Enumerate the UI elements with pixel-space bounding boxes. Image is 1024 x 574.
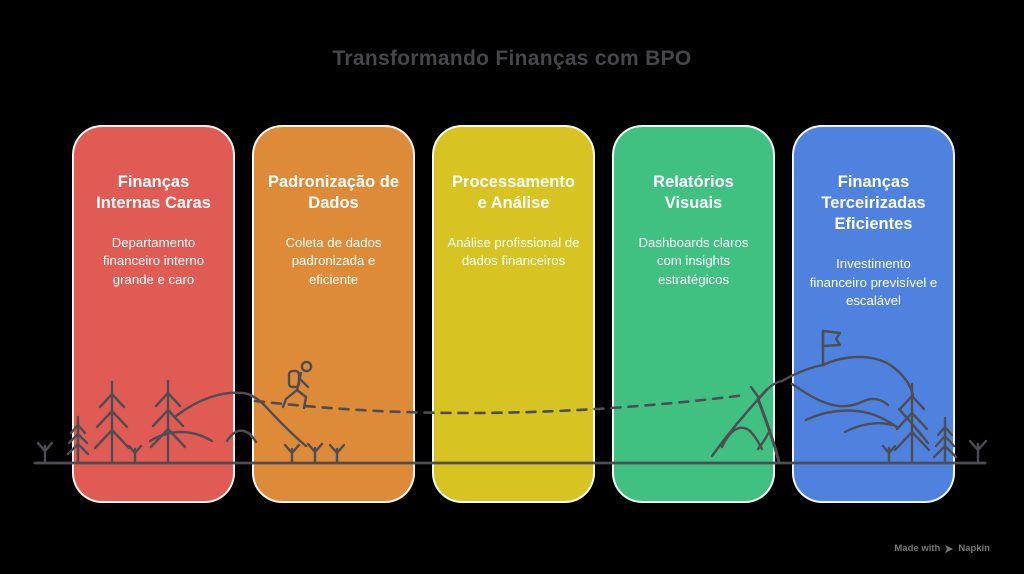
- card-body: Dashboards claros com insights estratégi…: [638, 235, 749, 287]
- napkin-pen-icon: [945, 544, 954, 553]
- watermark-prefix: Made with: [894, 543, 941, 554]
- card-body: Coleta de dados padronizada e eficiente: [285, 235, 382, 287]
- card-relatorios-visuais: Relatórios Visuais Dashboards claros com…: [612, 125, 775, 503]
- watermark-brand: Napkin: [958, 543, 990, 554]
- sprout-icon: [968, 439, 988, 465]
- card-title: Finanças Internas Caras: [96, 173, 211, 213]
- card-financas-internas-caras: Finanças Internas Caras Departamento fin…: [72, 125, 235, 503]
- card-body: Análise profissional de dados financeiro…: [447, 235, 580, 269]
- card-title: Processamento e Análise: [452, 173, 575, 213]
- card-body: Departamento financeiro interno grande e…: [102, 235, 205, 287]
- card-title: Padronização de Dados: [267, 173, 400, 213]
- watermark: Made with Napkin: [894, 543, 990, 554]
- card-title: Relatórios Visuais: [653, 173, 734, 213]
- sprout-icon: [36, 441, 54, 465]
- card-financas-terceirizadas-eficientes: Finanças Terceirizadas Eficientes Invest…: [792, 125, 955, 503]
- card-title: Finanças Terceirizadas Eficientes: [821, 173, 926, 234]
- page-title: Transformando Finanças com BPO: [332, 47, 692, 70]
- card-body: Investimento financeiro previsível e esc…: [809, 256, 938, 308]
- card-processamento-e-analise: Processamento e Análise Análise profissi…: [432, 125, 595, 503]
- card-padronizacao-de-dados: Padronização de Dados Coleta de dados pa…: [252, 125, 415, 503]
